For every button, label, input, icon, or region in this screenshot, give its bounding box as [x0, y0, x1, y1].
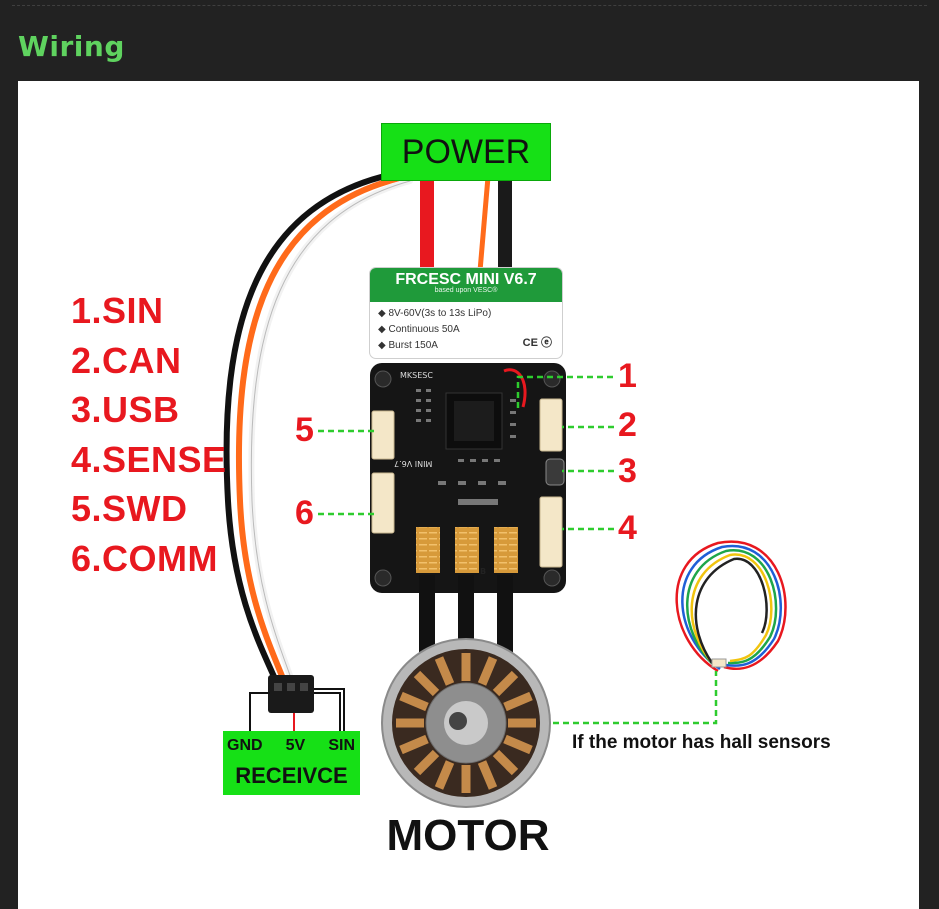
esc-spec-voltage: ◆ 8V-60V(3s to 13s LiPo)	[378, 308, 492, 319]
esc-cert-marks: CE ⓔ	[522, 337, 552, 349]
pcb-brand-text: MKSESC	[400, 371, 433, 380]
receiver-pin-sin: SIN	[328, 737, 355, 754]
legend-item-swd: 5.SWD	[71, 488, 188, 529]
legend-item-sin: 1.SIN	[71, 290, 164, 331]
esc-board	[370, 363, 566, 593]
legend-item-can: 2.CAN	[71, 339, 182, 381]
callout-lines	[318, 375, 718, 725]
motor	[381, 638, 551, 808]
esc-spec-burst: ◆ Burst 150A	[378, 340, 438, 351]
callout-4: 4	[618, 509, 637, 547]
power-label: POWER	[381, 123, 551, 181]
callout-2: 2	[618, 406, 637, 444]
hall-connector	[711, 658, 727, 668]
power-leads	[420, 176, 512, 272]
esc-name: FRCESC MINI V6.7	[395, 271, 537, 288]
callout-5: 5	[295, 411, 314, 449]
callout-3: 3	[618, 452, 637, 490]
receiver-box	[223, 731, 360, 795]
motor-label: MOTOR	[386, 811, 550, 860]
pcb-model-text: MINI V6.7	[394, 459, 433, 468]
hall-sensor-cable	[675, 540, 787, 673]
receiver-pins: GND 5V SIN	[221, 737, 361, 755]
callout-1: 1	[618, 357, 637, 395]
esc-product-label: FRCESC MINI V6.7 based upon VESC® ◆ 8V-6…	[370, 268, 562, 358]
esc-label-band: FRCESC MINI V6.7 based upon VESC®	[370, 268, 562, 302]
section-title: Wiring	[18, 30, 125, 63]
callout-6: 6	[295, 494, 314, 532]
hall-sensor-note: If the motor has hall sensors	[572, 732, 831, 753]
esc-spec-continuous: ◆ Continuous 50A	[378, 324, 460, 335]
receiver-pin-gnd: GND	[227, 737, 263, 754]
signal-cable	[223, 170, 413, 684]
diagram-graphics	[223, 170, 787, 808]
wiring-diagram: POWER FRCESC MINI V6.7 based upon VESC® …	[18, 81, 919, 909]
esc-subtitle: based upon VESC®	[434, 287, 498, 294]
port-legend: 1.SIN 2.CAN 3.USB 4.SENSE 5.SWD 6.COMM	[71, 286, 227, 583]
legend-item-sense: 4.SENSE	[71, 438, 227, 480]
receiver-pin-5v: 5V	[285, 737, 306, 754]
servo-connector	[268, 675, 314, 713]
top-divider	[12, 5, 927, 6]
legend-item-usb: 3.USB	[71, 389, 180, 430]
legend-item-comm: 6.COMM	[71, 537, 218, 579]
receiver-title: RECEIVCE	[235, 763, 348, 788]
receiver-pin-lines	[249, 688, 345, 748]
pcb-phase-b-text: B	[480, 567, 487, 576]
